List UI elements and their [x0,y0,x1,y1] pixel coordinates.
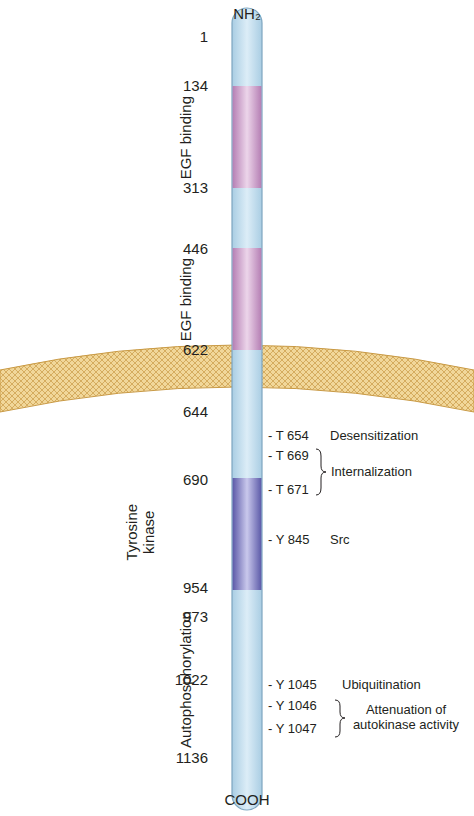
site-function: Ubiquitination [342,678,421,693]
binding-domain [233,248,262,350]
binding-domain [233,86,262,188]
site-label: - Y 1047 [268,722,317,737]
domain-label: EGF binding [177,58,194,218]
residue-number: 446 [183,240,208,257]
domain-label: EGF binding [177,220,194,380]
residue-number: 644 [183,403,208,420]
site-label: - T 669 [268,449,309,464]
residue-number: 954 [183,579,208,596]
bracket [335,700,345,737]
site-function: Desensitization [330,429,418,444]
residue-number: 1136 [176,749,208,766]
site-label: - Y 1046 [268,699,317,714]
terminus-label: COOH [225,791,270,808]
site-label: - T 654 [268,429,309,444]
site-function: Internalization [331,465,412,480]
residue-number: 690 [183,471,208,488]
residue-number: 1 [200,28,208,45]
site-label: - Y 1045 [268,678,317,693]
residue-number: 313 [183,179,208,196]
domain-label: Tyrosine kinase [123,492,158,572]
site-label: - Y 845 [268,533,309,548]
receptor-chain [232,8,262,810]
bracket [316,449,326,495]
site-label: - T 671 [268,483,309,498]
domain-label: Autophosphorylation [177,580,194,780]
residue-number: 622 [183,341,208,358]
terminus-label: NH₂ [233,5,261,22]
site-function: Attenuation of autokinase activity [347,703,465,733]
residue-number: 134 [183,77,208,94]
site-function: Src [330,533,350,548]
kinase-domain [233,478,262,590]
